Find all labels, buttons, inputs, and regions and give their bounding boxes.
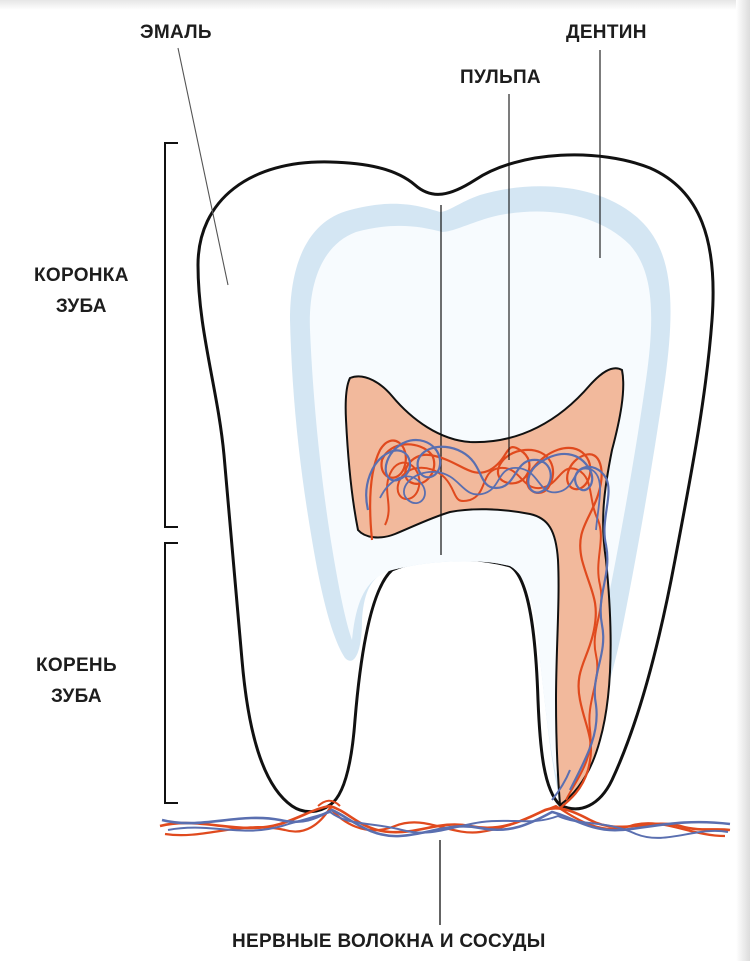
nerves-label: НЕРВНЫЕ ВОЛОКНА И СОСУДЫ — [232, 932, 546, 951]
crown-label: КОРОНКА ЗУБА — [34, 260, 129, 323]
root-label-line2: ЗУБА — [36, 681, 117, 712]
root-label-line1: КОРЕНЬ — [36, 650, 117, 681]
root-bracket — [165, 543, 178, 803]
crown-label-line2: ЗУБА — [34, 291, 129, 322]
pulp-label: ПУЛЬПА — [460, 68, 541, 87]
dentin-label: ДЕНТИН — [566, 23, 647, 42]
root-label: КОРЕНЬ ЗУБА — [36, 650, 117, 713]
enamel-label: ЭМАЛЬ — [140, 23, 212, 42]
crown-label-line1: КОРОНКА — [34, 260, 129, 291]
crown-bracket — [165, 143, 178, 527]
